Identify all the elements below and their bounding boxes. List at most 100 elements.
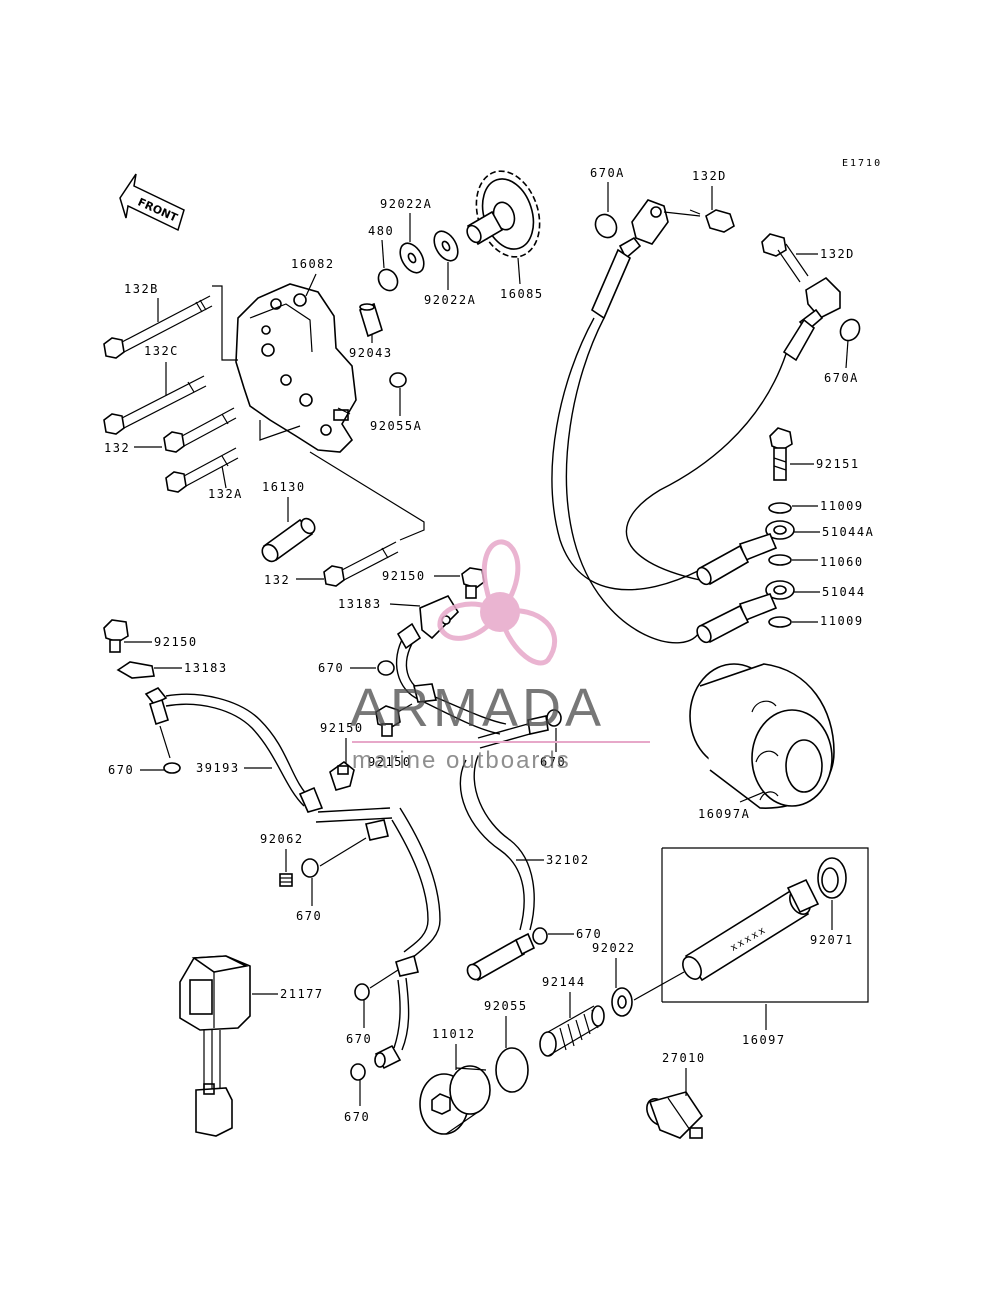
washer-92022 [611,987,633,1017]
gear-16085-icon [466,170,541,258]
label-670-e: 670 [576,927,602,941]
plug-92062 [279,873,293,887]
label-670-d: 670 [296,909,322,923]
label-39193: 39193 [196,761,240,775]
label-11009-a: 11009 [820,499,864,513]
label-92144: 92144 [542,975,586,989]
clamp-13183-a [419,594,460,640]
label-670-a: 670 [318,661,344,675]
oring-670-a [377,660,395,676]
spring-92144 [539,1005,605,1057]
label-132C: 132C [144,344,179,358]
label-132: 132 [104,441,130,455]
diagram-code: E1710 [842,158,882,169]
washer-11009-b [768,616,792,628]
washer-92022A-1 [399,242,425,274]
pipe-39193 [144,686,441,1070]
fitting-92150-c [375,703,413,737]
fitting-92150-d [329,760,355,791]
label-670-f: 670 [346,1032,372,1046]
hose-inner [625,353,787,581]
circlip-480 [377,268,399,292]
label-92022: 92022 [592,941,636,955]
bolt-132C [103,375,207,435]
label-670A-right: 670A [824,371,859,385]
plug-11012 [419,1065,491,1135]
hose-fitting-upper [591,199,701,320]
oring-92055 [495,1047,529,1093]
label-21177: 21177 [280,987,324,1001]
oring-670-d [301,858,319,878]
label-16130: 16130 [262,480,306,494]
pipe-32102 [395,622,549,982]
label-32102: 32102 [546,853,590,867]
label-13183-b: 13183 [184,661,228,675]
front-arrow-icon: FRONT [119,173,185,232]
watermark-subtitle: marine outboards [352,747,571,774]
label-16082: 16082 [291,257,335,271]
label-92151: 92151 [816,457,860,471]
bolt-132B [103,295,213,359]
sensor-27010 [646,1091,704,1139]
label-92150-c: 92150 [320,721,364,735]
switch-21177 [179,955,251,1137]
bolt-92150-a [461,567,485,599]
bolt-92150-b [103,619,129,653]
oring-92055A [389,372,407,388]
label-670-b: 670 [540,755,566,769]
oil-filter-16097A [689,663,835,809]
oring-670-b [546,709,562,727]
hose-fitting-right [782,276,841,362]
label-132-low: 132 [264,573,290,587]
label-92150-a: 92150 [382,569,426,583]
label-16097A: 16097A [698,807,750,821]
watermark-title: ARMADA [350,678,605,738]
washer-11009-a [768,502,792,514]
oring-670-f [354,983,370,1001]
label-132A: 132A [208,487,243,501]
label-132D-right: 132D [820,247,855,261]
label-132B: 132B [124,282,159,296]
label-92022A-top: 92022A [380,197,432,211]
label-92150-b: 92150 [154,635,198,649]
label-92062: 92062 [260,832,304,846]
bolt-132-low [323,541,399,587]
label-11012: 11012 [432,1027,476,1041]
label-16097: 16097 [742,1033,786,1047]
label-670A-top: 670A [590,166,625,180]
bolt-132D-top [689,209,735,233]
label-16085: 16085 [500,287,544,301]
bolt-132 [163,407,237,453]
label-92043: 92043 [349,346,393,360]
bolt-132A [165,447,239,493]
oring-670-c [163,762,181,774]
label-92071: 92071 [810,933,854,947]
washer-92022A-2 [433,230,459,262]
banjo-51044 [696,580,795,644]
label-92022A-bottom: 92022A [424,293,476,307]
oring-670A-top [594,213,618,239]
strainer-16097: xxxxx [633,847,869,1003]
label-13183-a: 13183 [338,597,382,611]
label-51044A: 51044A [822,525,874,539]
oring-670-g [350,1063,366,1081]
armada-logo [437,539,557,666]
pin-92043 [359,302,383,338]
label-11060: 11060 [820,555,864,569]
washer-11060 [768,554,792,566]
seal-92071 [817,857,847,899]
hose-left [551,317,701,591]
label-27010: 27010 [662,1051,706,1065]
label-11009-b: 11009 [820,614,864,628]
clamp-13183-b [116,661,155,679]
oil-pump-body [235,283,357,453]
label-670-g: 670 [344,1110,370,1124]
bolt-92151 [769,427,793,481]
label-51044: 51044 [822,585,866,599]
sleeve-16130 [261,517,316,563]
label-92150-d: 92150 [368,755,412,769]
oring-670-e [532,927,548,945]
label-92055A: 92055A [370,419,422,433]
label-92055: 92055 [484,999,528,1013]
